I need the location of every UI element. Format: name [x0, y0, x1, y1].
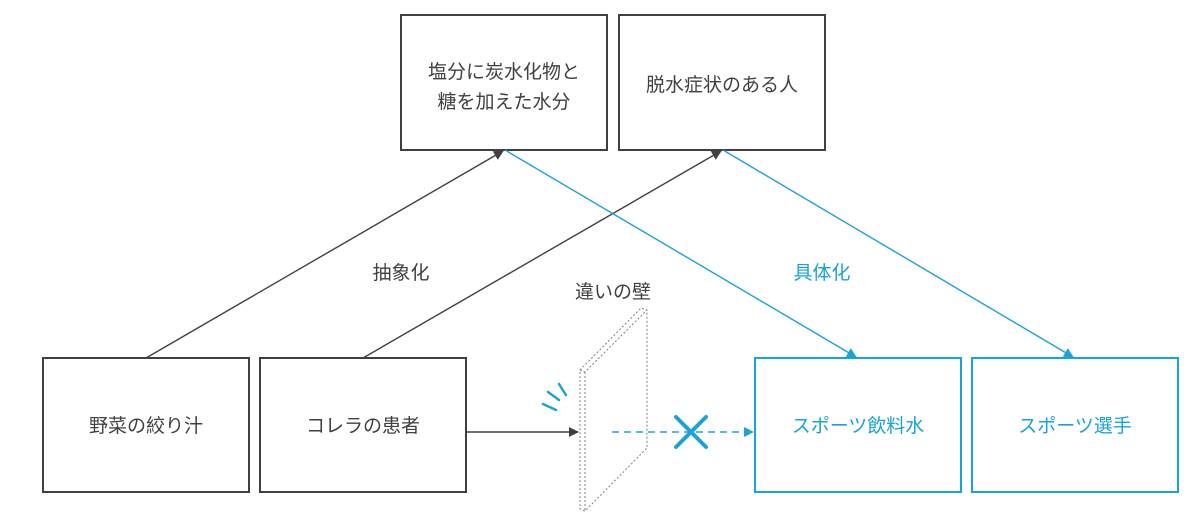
box-sports-drink: スポーツ飲料水	[754, 357, 962, 493]
athlete-text: スポーツ選手	[1018, 415, 1132, 437]
box-abstract-target: 脱水症状のある人	[618, 14, 826, 151]
abstract-target-text: 脱水症状のある人	[646, 74, 798, 96]
x-mark-icon	[674, 415, 708, 449]
concretization-label: 具体化	[793, 262, 850, 284]
abstract-solution-line1: 塩分に炭水化物と	[428, 61, 580, 83]
abstract-solution-line2: 糖を加えた水分	[437, 91, 570, 113]
box-cholera-patient: コレラの患者	[259, 357, 467, 493]
abstraction-arrow-juice	[145, 150, 504, 359]
sports-drink-text: スポーツ飲料水	[792, 415, 925, 437]
impact-lines-icon	[541, 382, 568, 412]
wall-of-difference	[579, 307, 648, 512]
vegetable-juice-text: 野菜の絞り汁	[89, 415, 203, 437]
box-abstract-solution: 塩分に炭水化物と 糖を加えた水分	[400, 14, 608, 151]
abstraction-label: 抽象化	[372, 262, 429, 284]
box-athlete: スポーツ選手	[971, 357, 1179, 493]
concretization-arrow-drink	[504, 149, 857, 358]
cholera-patient-text: コレラの患者	[306, 415, 420, 437]
concretization-arrow-athlete	[722, 149, 1074, 358]
box-vegetable-juice: 野菜の絞り汁	[42, 357, 250, 493]
wall-label: 違いの壁	[575, 281, 651, 303]
abstraction-arrow-cholera	[362, 150, 722, 359]
